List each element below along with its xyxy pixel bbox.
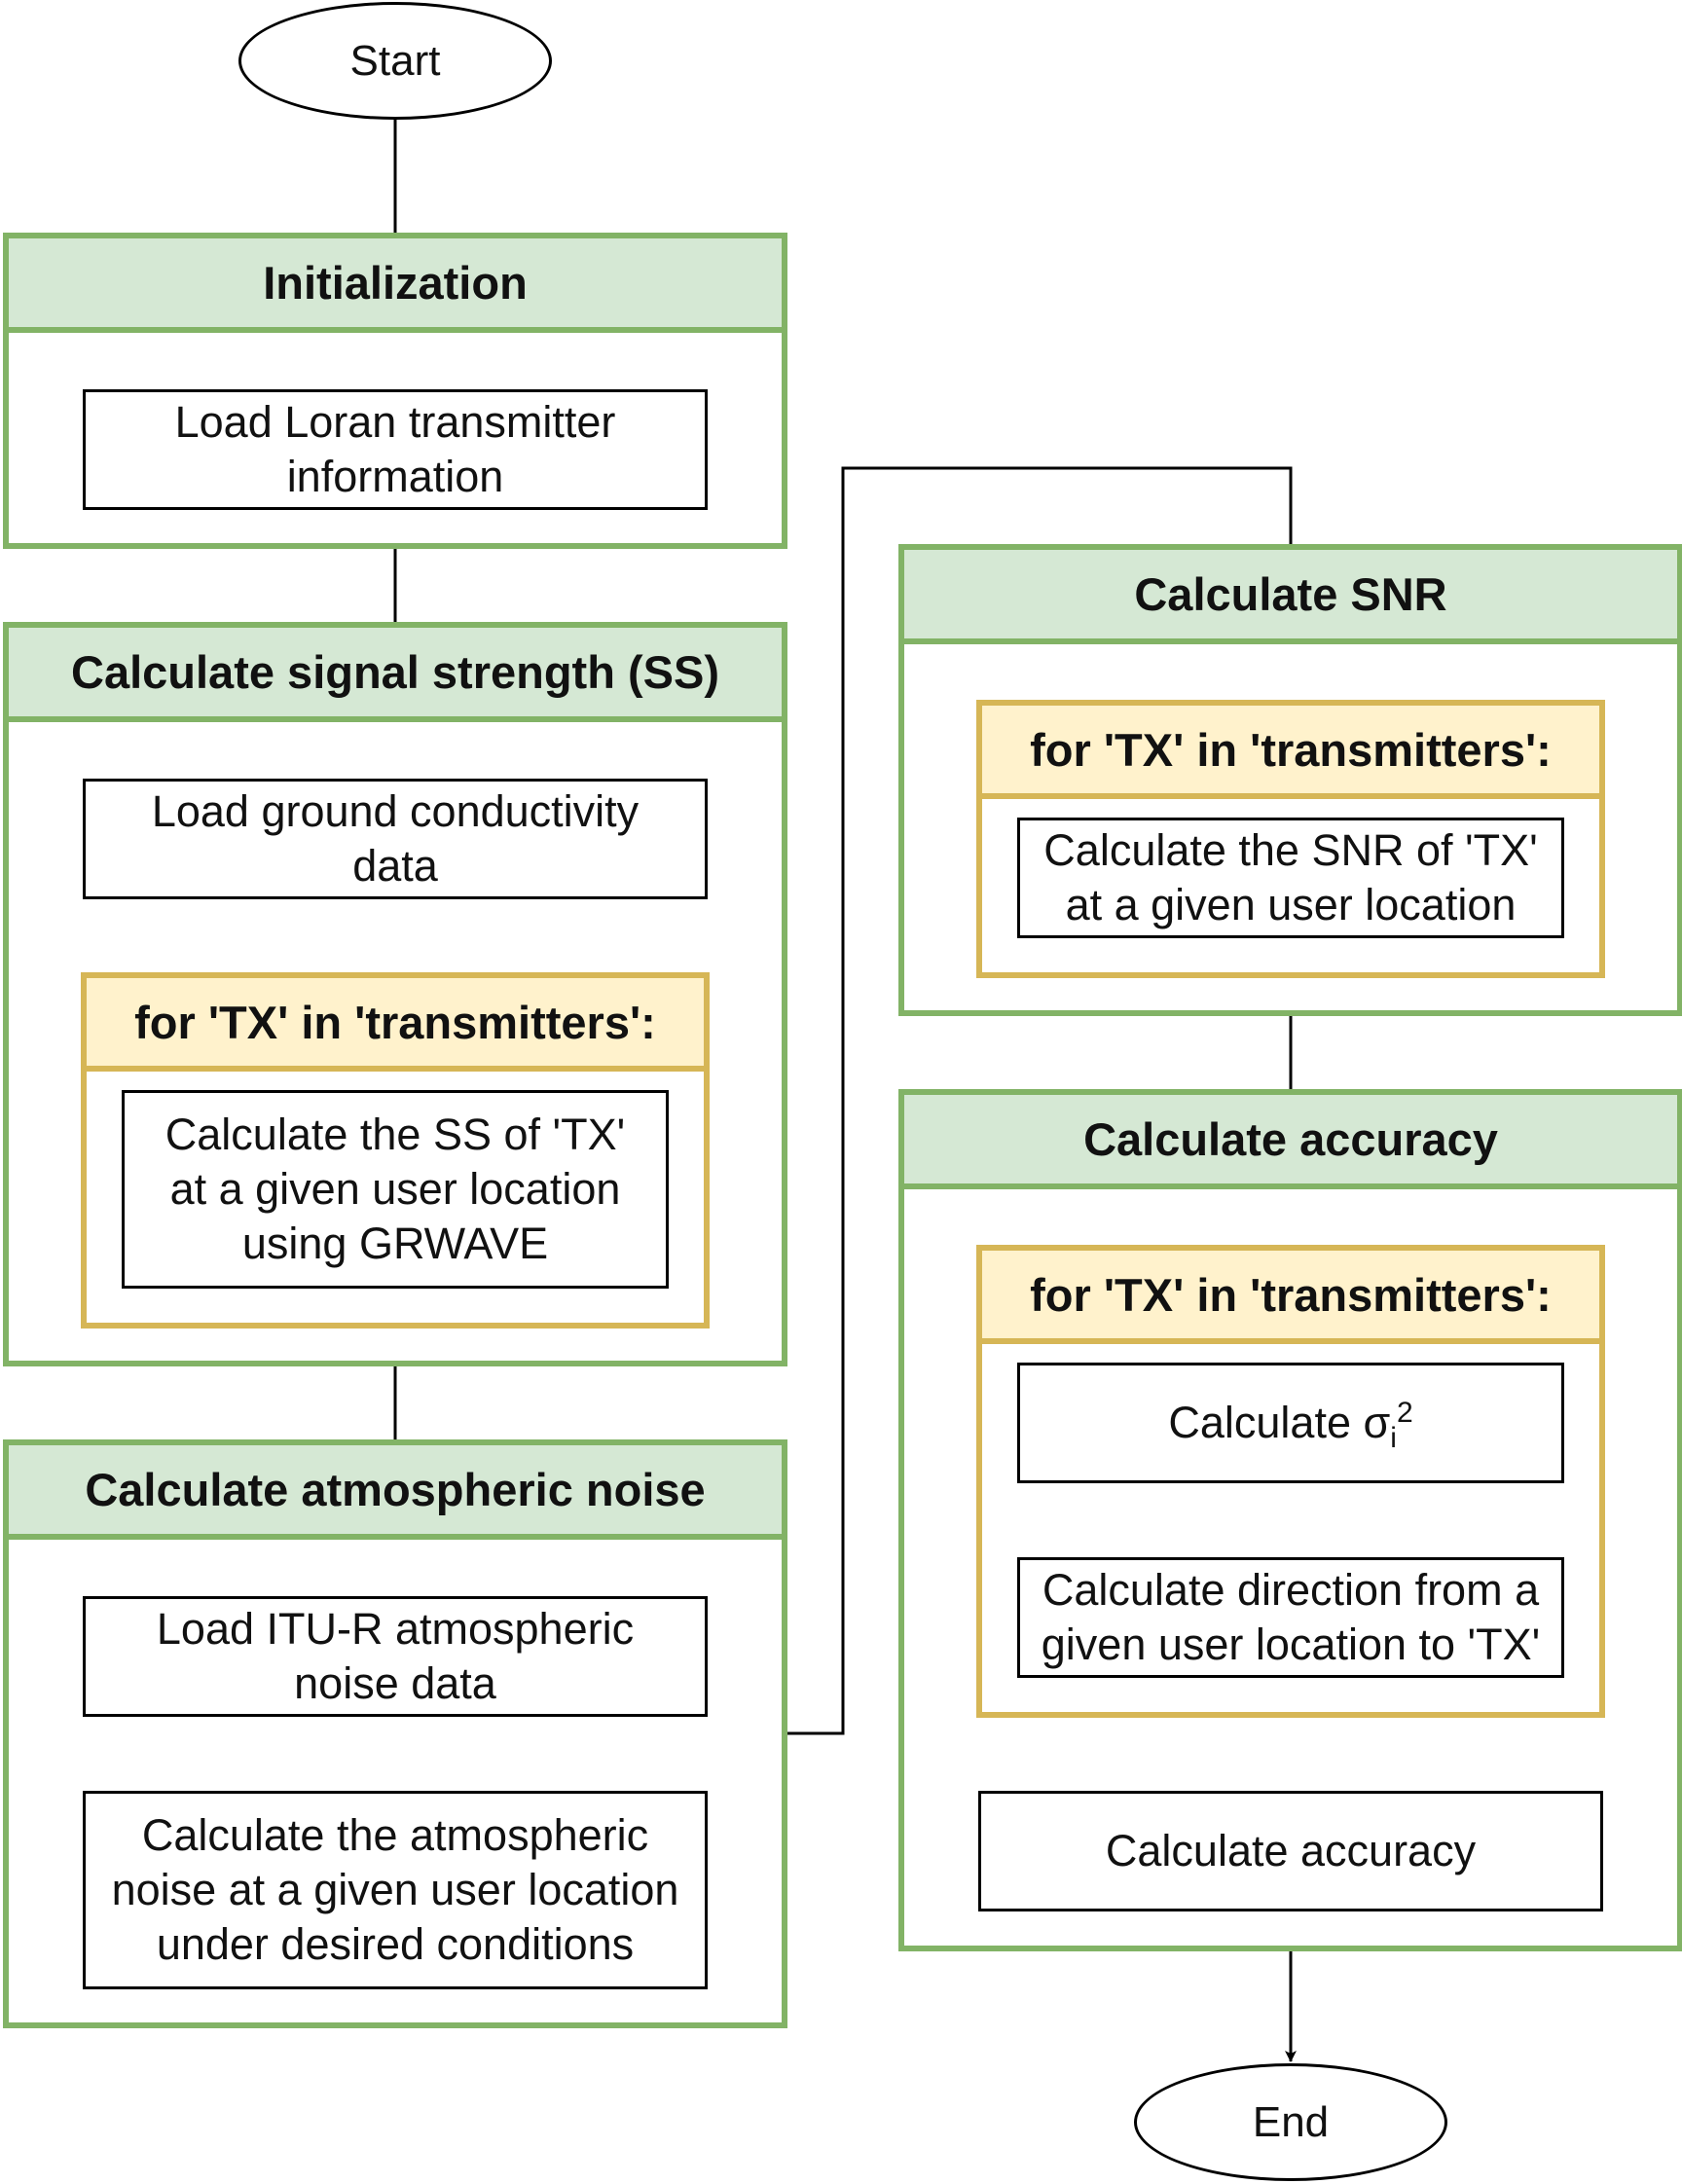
snr-loop-title: for 'TX' in 'transmitters': xyxy=(982,706,1599,799)
signal-strength-title: Calculate signal strength (SS) xyxy=(9,628,782,722)
calculate-direction-step: Calculate direction from a given user lo… xyxy=(1017,1557,1564,1678)
sigma-label: Calculate σi2 xyxy=(1168,1397,1413,1454)
start-label: Start xyxy=(349,36,441,85)
calculate-ss-step: Calculate the SS of 'TX' at a given user… xyxy=(122,1090,669,1289)
calculate-atmospheric-noise-step: Calculate the atmospheric noise at a giv… xyxy=(83,1791,708,1989)
initialization-title: Initialization xyxy=(9,238,782,333)
load-itu-r-noise-step: Load ITU-R atmospheric noise data xyxy=(83,1596,708,1717)
calculate-snr-step: Calculate the SNR of 'TX' at a given use… xyxy=(1017,818,1564,938)
end-label: End xyxy=(1252,2097,1330,2146)
start-terminal: Start xyxy=(238,2,552,120)
accuracy-title: Calculate accuracy xyxy=(904,1095,1677,1189)
calculate-sigma-step: Calculate σi2 xyxy=(1017,1363,1564,1483)
atmospheric-noise-title: Calculate atmospheric noise xyxy=(9,1445,782,1540)
connector-noise-snr xyxy=(786,466,1293,1735)
load-loran-transmitter-step: Load Loran transmitter information xyxy=(83,389,708,510)
calculate-accuracy-step: Calculate accuracy xyxy=(978,1791,1603,1911)
accuracy-loop-title: for 'TX' in 'transmitters': xyxy=(982,1251,1599,1344)
snr-title: Calculate SNR xyxy=(904,550,1677,644)
load-ground-conductivity-step: Load ground conductivity data xyxy=(83,779,708,899)
ss-loop-title: for 'TX' in 'transmitters': xyxy=(87,978,704,1072)
end-terminal: End xyxy=(1134,2063,1447,2181)
